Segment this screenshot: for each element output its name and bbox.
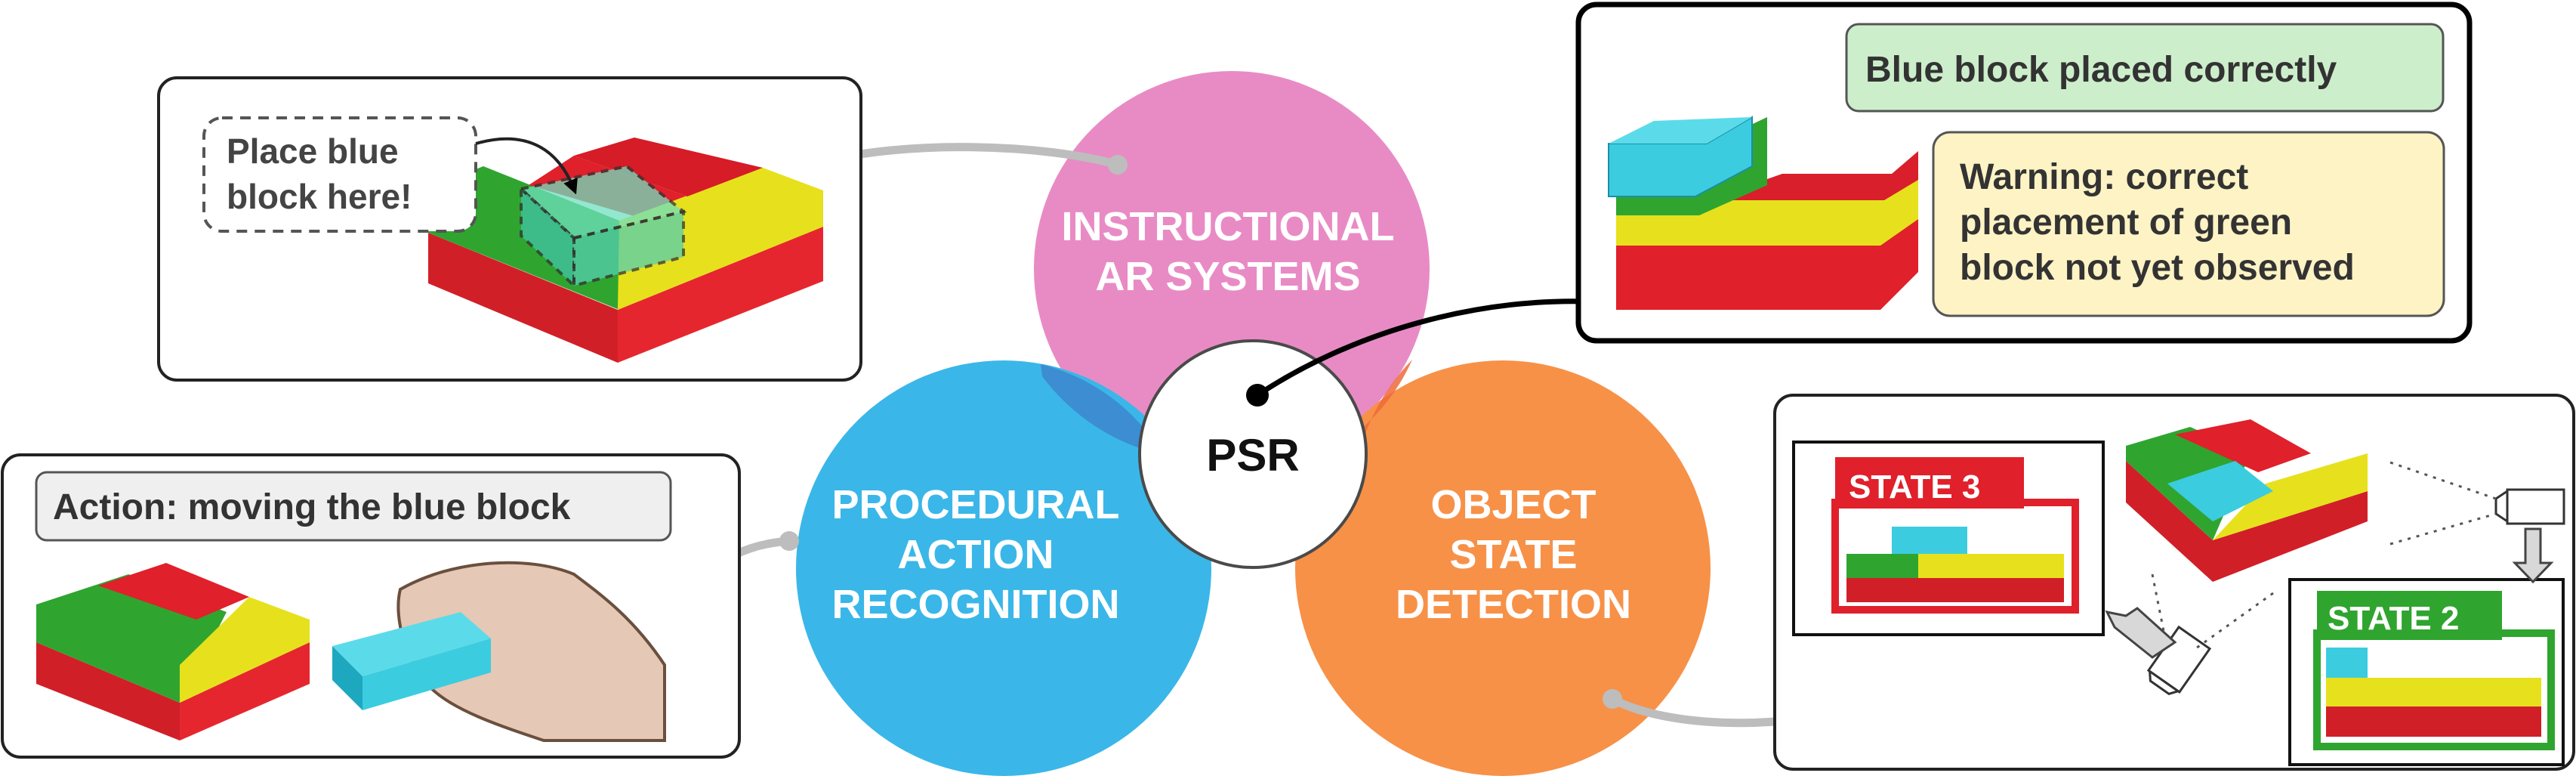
action-panel: Action: moving the blue block — [1, 453, 741, 759]
action-label-3: RECOGNITION — [831, 582, 1119, 627]
object-label-2: STATE — [1450, 532, 1578, 577]
warning-line-3: block not yet observed — [1960, 248, 2355, 288]
psr-label: PSR — [1206, 430, 1299, 481]
instruction-callout — [202, 116, 477, 233]
overlap-instructional-action — [1041, 364, 1163, 455]
lego-model-icon — [428, 138, 823, 363]
warning-line-1: Warning: correct — [1960, 157, 2248, 197]
instruction-panel: Place blue block here! — [157, 76, 862, 382]
lego-model-icon — [1608, 116, 1918, 310]
camera-to-state2-arrow — [2512, 527, 2554, 584]
object-label-1: OBJECT — [1430, 482, 1596, 527]
moving-blue-block — [332, 612, 491, 710]
action-label-1: PROCEDURAL — [831, 482, 1119, 527]
instruction-callout-line2: block here! — [227, 177, 412, 216]
state-panel: STATE 3 STATE 2 — [1773, 394, 2575, 771]
lego-model-icon — [2126, 419, 2368, 582]
feedback-panel: Blue block placed correctly Warning: cor… — [1575, 2, 2473, 344]
object-circle — [1295, 360, 1711, 776]
success-message-text: Blue block placed correctly — [1865, 50, 2337, 90]
action-caption-text: Action: moving the blue block — [53, 487, 571, 527]
warning-line-2: placement of green — [1960, 203, 2292, 243]
camera-to-state3-arrow — [2105, 607, 2177, 659]
psr-center-circle — [1138, 339, 1368, 569]
action-label-2: ACTION — [898, 532, 1054, 577]
success-message — [1845, 23, 2445, 113]
arrow-to-feedback-panel — [1256, 288, 1615, 397]
camera-icon — [2494, 488, 2565, 525]
warning-message — [1932, 131, 2445, 317]
object-label-3: DETECTION — [1396, 582, 1631, 627]
lego-model-icon — [36, 563, 310, 740]
state2-label: STATE 2 — [2328, 600, 2459, 637]
state3-label: STATE 3 — [1849, 468, 1980, 505]
instructional-circle — [1034, 71, 1430, 467]
instructional-label-2: AR SYSTEMS — [1095, 254, 1360, 299]
venn-circles — [796, 71, 1711, 776]
action-circle — [796, 360, 1211, 776]
instructional-label-1: INSTRUCTIONAL — [1062, 204, 1395, 249]
instruction-callout-line1: Place blue — [227, 131, 399, 171]
action-caption-box — [35, 471, 672, 542]
